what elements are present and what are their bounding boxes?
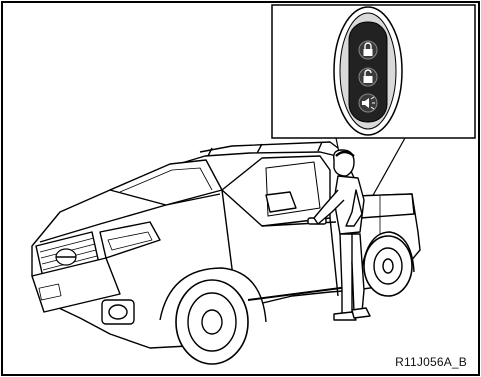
lock-icon	[359, 41, 377, 59]
unlock-icon	[359, 68, 377, 86]
horn-panic-icon	[359, 94, 377, 112]
figure-caption: R11J056A_B	[395, 355, 467, 369]
key-fob	[334, 7, 402, 135]
